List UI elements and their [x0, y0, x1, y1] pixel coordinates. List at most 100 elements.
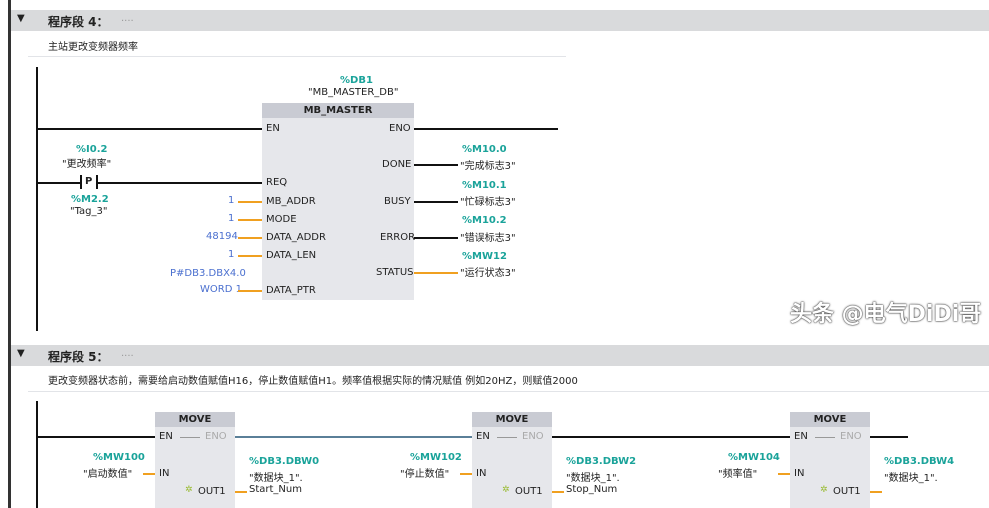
wire	[414, 128, 558, 130]
wire	[870, 436, 908, 438]
pin-en: EN	[159, 431, 173, 442]
data-ptr-value[interactable]: P#DB3.DBX4.0	[170, 268, 246, 279]
contact-left-bar	[80, 175, 82, 189]
network-4-header[interactable]: ▼ 程序段 4： ....	[11, 10, 989, 31]
pin-in: IN	[794, 468, 805, 479]
instance-db-address: %DB1	[340, 75, 373, 86]
editor-left-border	[8, 0, 11, 508]
wire	[552, 436, 790, 438]
network-title: 程序段 5：	[48, 350, 109, 364]
block-title: MOVE	[790, 412, 870, 427]
wire	[37, 128, 262, 130]
data-len-value[interactable]: 1	[228, 249, 235, 260]
move-block[interactable]: MOVE	[472, 412, 552, 508]
network-comment[interactable]: 更改变频器状态前，需要给启动数值赋值H16，停止数值赋值H1。频率值根据实际的情…	[48, 376, 578, 387]
block-title: MOVE	[472, 412, 552, 427]
wire	[235, 491, 247, 493]
out-member[interactable]: Start_Num	[249, 484, 302, 495]
wire	[98, 182, 262, 184]
network-title: 程序段 4：	[48, 15, 109, 29]
out-address: %DB3.DBW2	[566, 456, 637, 467]
error-address: %M10.2	[462, 215, 507, 226]
pin-en: EN	[476, 431, 490, 442]
block-title: MB_MASTER	[262, 103, 414, 118]
en-eno-link	[497, 437, 517, 438]
status-name[interactable]: "运行状态3"	[460, 268, 516, 279]
pin-in: IN	[476, 468, 487, 479]
done-name[interactable]: "完成标志3"	[460, 161, 516, 172]
pin-data-len: DATA_LEN	[266, 250, 317, 261]
collapse-triangle-icon[interactable]: ▼	[17, 13, 25, 24]
data-ptr-type[interactable]: WORD 1	[200, 284, 242, 295]
positive-edge-contact[interactable]: P	[85, 176, 93, 187]
wire	[238, 290, 262, 292]
wire	[235, 436, 472, 438]
pin-status: STATUS	[376, 267, 414, 278]
in-name[interactable]: "启动数值"	[83, 469, 133, 480]
pin-busy: BUSY	[384, 196, 411, 207]
mb-addr-value[interactable]: 1	[228, 195, 235, 206]
network-comment[interactable]: 主站更改变频器频率	[48, 42, 138, 53]
pin-in: IN	[159, 468, 170, 479]
pin-mode: MODE	[266, 214, 297, 225]
out-address: %DB3.DBW0	[249, 456, 320, 467]
mb-master-block[interactable]: MB_MASTER	[262, 103, 414, 300]
wire	[414, 272, 458, 274]
wire	[870, 491, 882, 493]
status-address: %MW12	[462, 251, 507, 262]
wire	[238, 201, 262, 203]
in-address: %MW100	[93, 452, 145, 463]
pin-data-ptr: DATA_PTR	[266, 285, 316, 296]
contact-name[interactable]: "更改频率"	[62, 159, 112, 170]
error-name[interactable]: "错误标志3"	[460, 233, 516, 244]
busy-address: %M10.1	[462, 180, 507, 191]
pin-eno: ENO	[840, 431, 862, 442]
busy-name[interactable]: "忙碌标志3"	[460, 197, 516, 208]
network-5-header[interactable]: ▼ 程序段 5： ....	[11, 345, 989, 366]
divider	[28, 391, 989, 392]
pin-data-addr: DATA_ADDR	[266, 232, 326, 243]
wire	[238, 255, 262, 257]
power-rail	[36, 401, 38, 508]
done-address: %M10.0	[462, 144, 507, 155]
contact-right-bar	[96, 175, 98, 189]
wire	[238, 219, 262, 221]
pin-en: EN	[794, 431, 808, 442]
add-output-icon[interactable]: ✲	[820, 485, 828, 495]
instance-db-name[interactable]: "MB_MASTER_DB"	[308, 87, 399, 98]
wire	[143, 473, 155, 475]
out-name[interactable]: "数据块_1".	[884, 473, 938, 484]
edge-memory-address: %M2.2	[71, 194, 109, 205]
contact-address: %I0.2	[76, 144, 108, 155]
out-member[interactable]: Stop_Num	[566, 484, 618, 495]
mode-value[interactable]: 1	[228, 213, 235, 224]
in-name[interactable]: "频率值"	[718, 469, 758, 480]
wire	[414, 164, 458, 166]
pin-error: ERROR	[380, 232, 416, 243]
add-output-icon[interactable]: ✲	[185, 485, 193, 495]
out-name[interactable]: "数据块_1".	[566, 473, 620, 484]
collapse-triangle-icon[interactable]: ▼	[17, 348, 25, 359]
data-addr-value[interactable]: 48194	[206, 231, 238, 242]
block-title: MOVE	[155, 412, 235, 427]
wire	[414, 201, 458, 203]
network-title-placeholder[interactable]: ....	[121, 348, 134, 359]
edge-memory-name[interactable]: "Tag_3"	[70, 206, 108, 217]
network-title-placeholder[interactable]: ....	[121, 13, 134, 24]
move-block[interactable]: MOVE	[790, 412, 870, 508]
add-output-icon[interactable]: ✲	[502, 485, 510, 495]
wire	[552, 491, 564, 493]
move-block[interactable]: MOVE	[155, 412, 235, 508]
en-eno-link	[180, 437, 200, 438]
in-name[interactable]: "停止数值"	[400, 469, 450, 480]
wire	[37, 436, 155, 438]
en-eno-link	[815, 437, 835, 438]
pin-mb-addr: MB_ADDR	[266, 196, 316, 207]
pin-eno: ENO	[205, 431, 227, 442]
pin-en: EN	[266, 123, 280, 134]
pin-eno: ENO	[389, 123, 411, 134]
divider	[28, 56, 566, 57]
pin-out1: OUT1	[515, 486, 543, 497]
out-name[interactable]: "数据块_1".	[249, 473, 303, 484]
wire	[460, 473, 472, 475]
